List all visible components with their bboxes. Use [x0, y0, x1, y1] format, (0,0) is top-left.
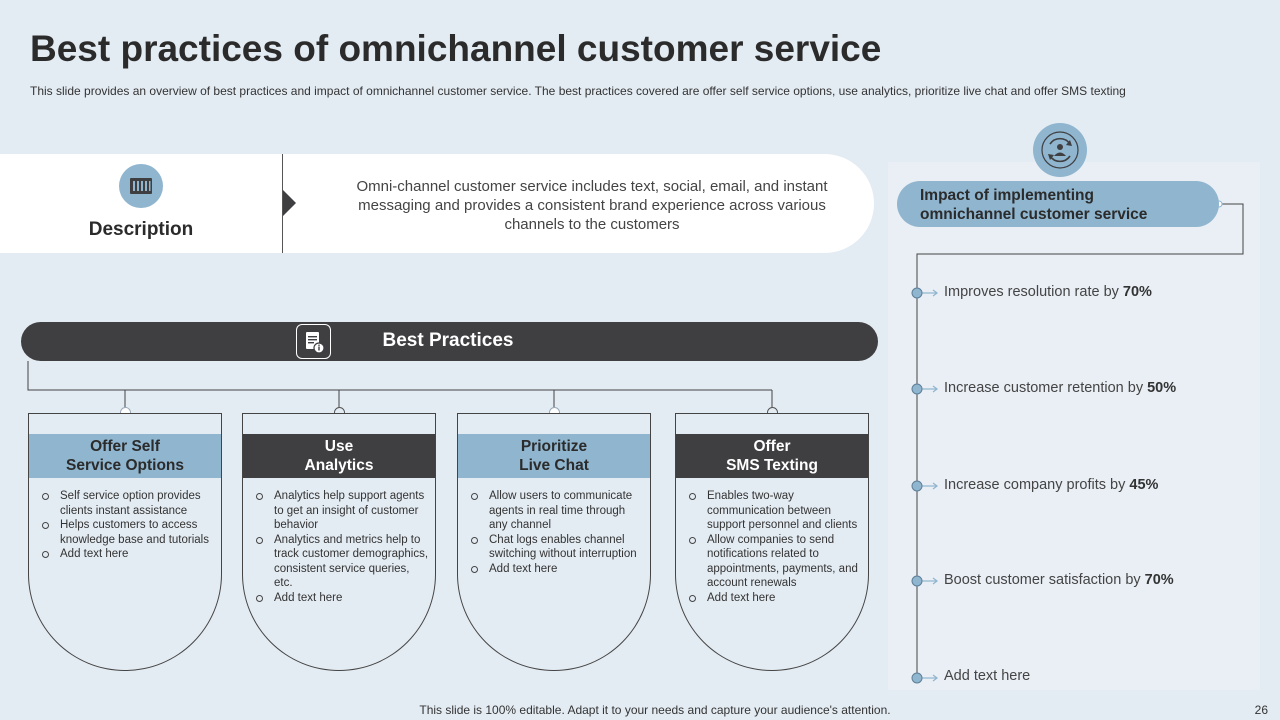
practice-card-title: Use Analytics [243, 434, 435, 478]
practice-card-title: Prioritize Live Chat [458, 434, 650, 478]
list-item: Add text here [688, 591, 864, 606]
impact-panel [888, 162, 1260, 690]
practice-card-title: Offer SMS Texting [676, 434, 868, 478]
list-item: Self service option provides clients ins… [41, 489, 217, 518]
impact-title: Impact of implementing omnichannel custo… [897, 181, 1219, 227]
practice-card-sms: Offer SMS Texting Enables two-way commun… [675, 413, 869, 671]
best-practices-bar [21, 322, 878, 361]
impact-item: Boost customer satisfaction by 70% [944, 572, 1174, 588]
list-item: Enables two-way communication between su… [688, 489, 864, 533]
slide-title: Best practices of omnichannel customer s… [30, 28, 882, 69]
list-item: Analytics and metrics help to track cust… [255, 533, 431, 591]
list-item: Allow companies to send notifications re… [688, 533, 864, 591]
list-item: Add text here [41, 547, 217, 562]
list-item: Analytics help support agents to get an … [255, 489, 431, 533]
customer-cycle-icon [1033, 123, 1087, 177]
practice-card-bullets: Allow users to communicate agents in rea… [470, 489, 646, 576]
best-practices-label: Best Practices [382, 330, 514, 351]
impact-item: Add text here [944, 668, 1031, 684]
practice-card-title: Offer Self Service Options [29, 434, 221, 478]
page-number: 26 [1254, 703, 1268, 717]
practice-card-bullets: Analytics help support agents to get an … [255, 489, 431, 605]
practice-card-analytics: Use Analytics Analytics help support age… [242, 413, 436, 671]
impact-item: Increase customer retention by 50% [944, 380, 1177, 396]
practice-card-self-service: Offer Self Service Options Self service … [28, 413, 222, 671]
list-item: Chat logs enables channel switching with… [470, 533, 646, 562]
list-item: Add text here [255, 591, 431, 606]
description-divider [282, 154, 283, 253]
description-label: Description [88, 219, 194, 240]
impact-item: Increase company profits by 45% [944, 477, 1159, 493]
list-item: Allow users to communicate agents in rea… [470, 489, 646, 533]
practice-card-live-chat: Prioritize Live Chat Allow users to comm… [457, 413, 651, 671]
description-text: Omni-channel customer service includes t… [356, 178, 828, 233]
list-item: Add text here [470, 562, 646, 577]
slide-subtitle: This slide provides an overview of best … [30, 84, 1126, 98]
practice-card-bullets: Enables two-way communication between su… [688, 489, 864, 605]
description-arrow-icon [283, 190, 296, 216]
impact-item: Improves resolution rate by 70% [944, 284, 1152, 300]
document-info-icon [296, 324, 331, 359]
slide-footer: This slide is 100% editable. Adapt it to… [419, 703, 891, 717]
practice-card-bullets: Self service option provides clients ins… [41, 489, 217, 562]
list-item: Helps customers to access knowledge base… [41, 518, 217, 547]
server-rack-icon [119, 164, 163, 208]
